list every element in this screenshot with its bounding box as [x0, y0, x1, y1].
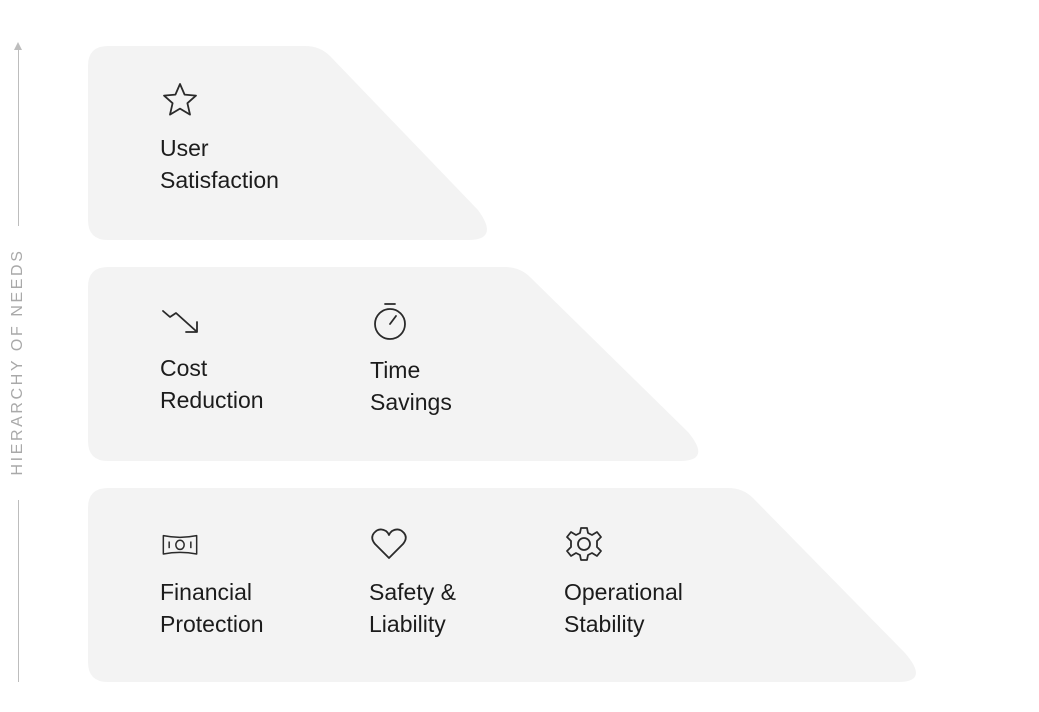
need-financial-protection: Financial Protection — [160, 524, 264, 640]
need-label: Cost Reduction — [160, 355, 264, 413]
need-label: Time Savings — [370, 357, 452, 415]
need-label: Financial Protection — [160, 579, 264, 637]
banknote-icon — [160, 524, 200, 564]
axis-arrow-icon — [14, 42, 22, 50]
tier-1-shape — [88, 46, 487, 240]
need-operational-stability: Operational Stability — [564, 524, 683, 640]
star-icon — [160, 80, 200, 120]
need-cost-reduction: Cost Reduction — [160, 300, 264, 416]
need-label: User Satisfaction — [160, 135, 279, 193]
need-label: Operational Stability — [564, 579, 683, 637]
trending-down-icon — [160, 300, 200, 340]
heart-icon — [369, 524, 409, 564]
need-time-savings: Time Savings — [370, 302, 452, 418]
gear-icon — [564, 524, 604, 564]
need-label: Safety & Liability — [369, 579, 456, 637]
tier-2-shape — [88, 267, 699, 461]
tier-3-shape — [88, 488, 916, 682]
axis-line-top — [18, 48, 19, 226]
stopwatch-icon — [370, 302, 410, 342]
axis-line-bottom — [18, 500, 19, 682]
need-user-satisfaction: User Satisfaction — [160, 80, 279, 196]
need-safety-liability: Safety & Liability — [369, 524, 456, 640]
